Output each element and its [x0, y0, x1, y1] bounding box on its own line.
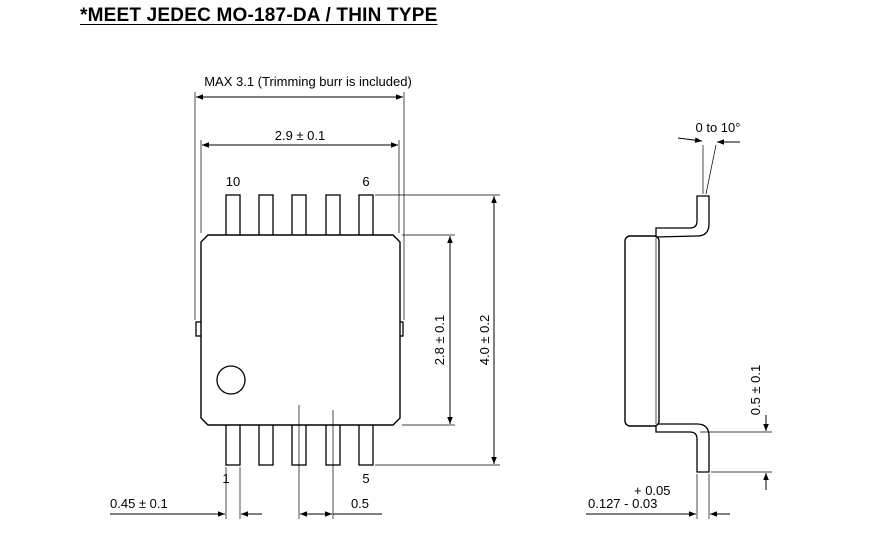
- lead-width-label: 0.45 ± 0.1: [110, 496, 168, 511]
- lead-pin-5: [358, 422, 374, 466]
- standoff-label: 0.5 ± 0.1: [748, 365, 763, 416]
- dim-lead-pitch: 0.5: [298, 405, 382, 519]
- dim-body-length: 2.8 ± 0.1: [402, 234, 455, 426]
- side-body: [624, 235, 660, 427]
- lead-pin-6: [358, 194, 374, 238]
- pin-5-label: 5: [362, 471, 369, 486]
- lead-pitch-label: 0.5: [351, 496, 369, 511]
- lead-pin-10: [225, 194, 241, 238]
- side-view: 0 to 10° 0.5 ± 0.1 + 0.05 0.127 - 0.03: [586, 120, 772, 519]
- top-view: 10 6 1 5 MAX 3.1 (Trimming burr is inclu…: [110, 74, 500, 519]
- dim-lead-thickness: + 0.05 0.127 - 0.03: [586, 474, 730, 519]
- lead-pin-9: [258, 194, 274, 238]
- side-lead-top: [655, 195, 710, 238]
- lead-thickness-plus-label: + 0.05: [634, 483, 671, 498]
- package-body: [200, 234, 401, 426]
- lead-pin-1: [225, 422, 241, 466]
- side-lead-bottom: [655, 423, 710, 473]
- body-width-label: 2.9 ± 0.1: [275, 128, 326, 143]
- lead-pin-7: [325, 194, 341, 238]
- dim-lead-angle: 0 to 10°: [677, 120, 741, 195]
- dim-total-length: 4.0 ± 0.2: [375, 194, 500, 466]
- pin-1-marker: [216, 365, 246, 395]
- pin-6-label: 6: [362, 174, 369, 189]
- body-length-label: 2.8 ± 0.1: [432, 315, 447, 366]
- page-title: *MEET JEDEC MO-187-DA / THIN TYPE: [80, 5, 438, 26]
- lead-thickness-base-label: 0.127 - 0.03: [588, 496, 657, 511]
- lead-pin-2: [258, 422, 274, 466]
- lead-angle-label: 0 to 10°: [696, 120, 741, 135]
- lead-pin-8: [291, 194, 307, 238]
- dim-max-width: MAX 3.1 (Trimming burr is included): [194, 74, 412, 320]
- bottom-leads: [225, 422, 374, 466]
- dim-body-width: 2.9 ± 0.1: [200, 128, 400, 233]
- pin-10-label: 10: [226, 174, 240, 189]
- top-leads: [225, 194, 374, 238]
- total-length-label: 4.0 ± 0.2: [477, 315, 492, 366]
- dim-standoff: 0.5 ± 0.1: [700, 365, 772, 490]
- max-width-label: MAX 3.1 (Trimming burr is included): [204, 74, 412, 89]
- dim-lead-width: 0.45 ± 0.1: [110, 467, 262, 519]
